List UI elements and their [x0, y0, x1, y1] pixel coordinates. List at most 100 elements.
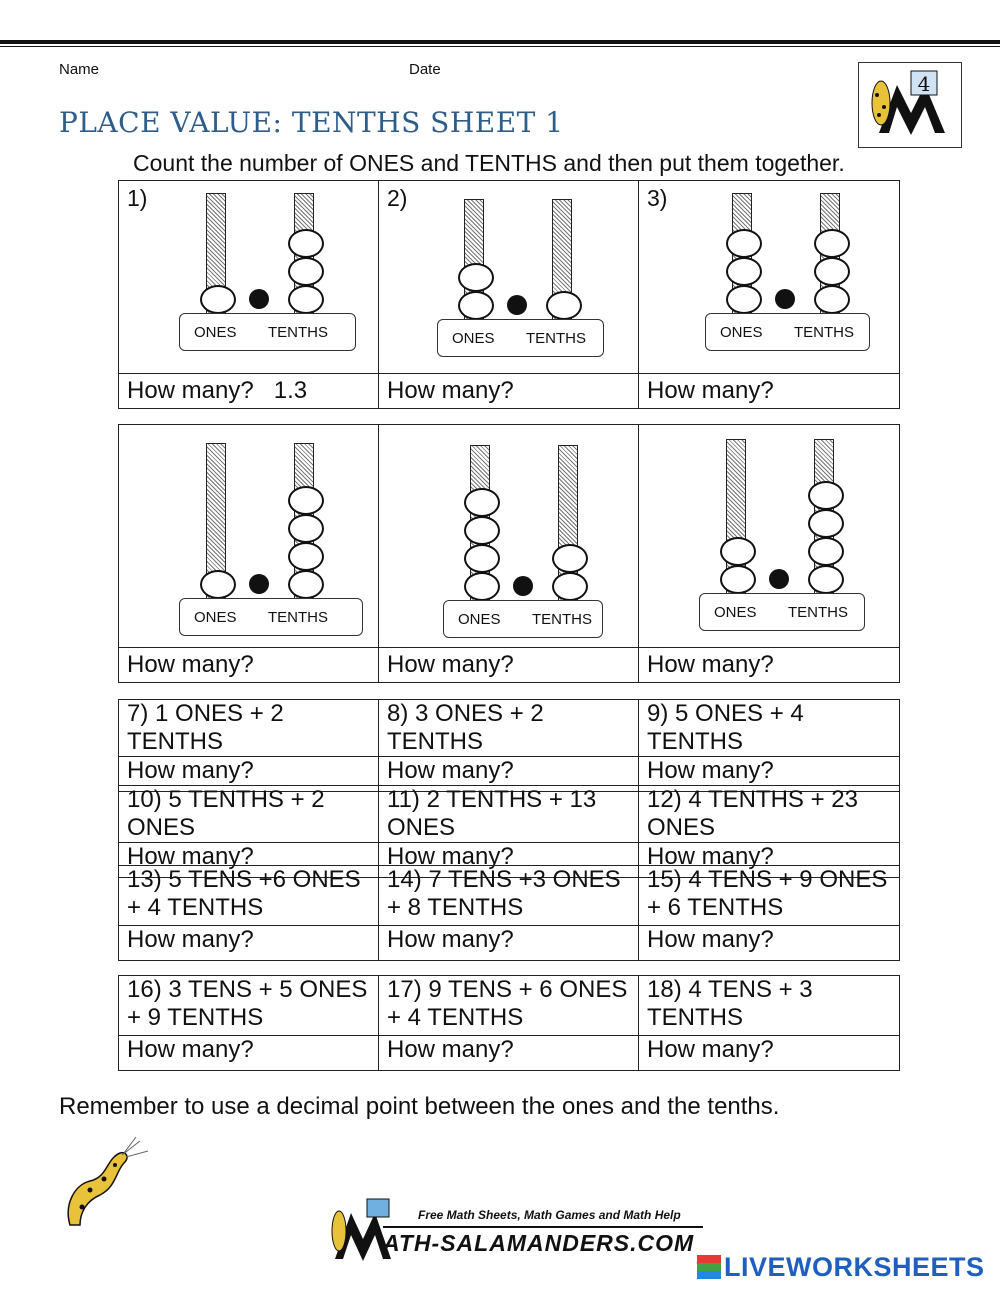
answer-cell[interactable]: How many? [638, 925, 900, 961]
answer-cell[interactable]: How many? [378, 373, 639, 409]
answer-cell[interactable]: How many? [378, 925, 639, 961]
salamander-illustration-icon [67, 1136, 149, 1226]
ones-bead [464, 544, 500, 573]
tenths-bead [808, 509, 844, 538]
decimal-point-dot [507, 295, 527, 315]
tenths-bead [288, 514, 324, 543]
tagline-rule [383, 1226, 703, 1228]
ones-label: ONES [194, 609, 237, 626]
how-many-label: How many? [127, 377, 254, 404]
answer-cell[interactable]: How many? [638, 1035, 900, 1071]
date-label: Date [409, 61, 441, 78]
answer-cell[interactable]: How many? [378, 1035, 639, 1071]
tenths-bead [808, 481, 844, 510]
liveworksheets-brand: LIVEWORKSHEETS [724, 1252, 985, 1282]
abacus-cell: 2) ONES TENTHS [378, 180, 639, 374]
ones-bead [458, 291, 494, 320]
answer-cell[interactable]: How many? [638, 373, 900, 409]
tenths-bead [814, 285, 850, 314]
tenths-label: TENTHS [788, 604, 848, 621]
answer-cell[interactable]: How many? 1.3 [118, 373, 379, 409]
top-rule-thin [0, 46, 1000, 47]
abacus-cell: ONES TENTHS [638, 424, 900, 648]
ones-label: ONES [452, 330, 495, 347]
svg-text:4: 4 [918, 72, 931, 96]
tenths-label: TENTHS [532, 611, 592, 628]
answer-value[interactable]: 1.3 [273, 377, 308, 404]
decimal-point-dot [249, 289, 269, 309]
question-cell: 8) 3 ONES + 2 TENTHS [378, 699, 639, 757]
answer-cell[interactable]: How many? [118, 1035, 379, 1071]
tenths-bead [288, 257, 324, 286]
abacus-cell: ONES TENTHS [378, 424, 639, 648]
ones-bead [726, 285, 762, 314]
ones-bead [720, 565, 756, 594]
page-title: PLACE VALUE: TENTHS SHEET 1 [59, 106, 564, 139]
ones-label: ONES [720, 324, 763, 341]
tenths-bead [808, 537, 844, 566]
tenths-label: TENTHS [526, 330, 586, 347]
question-number: 3) [647, 185, 668, 211]
answer-cell[interactable]: How many? [638, 647, 900, 683]
how-many-label: How many? [127, 651, 254, 678]
decimal-point-dot [775, 289, 795, 309]
ones-bead [464, 488, 500, 517]
question-cell: 9) 5 ONES + 4 TENTHS [638, 699, 900, 757]
question-cell: 12) 4 TENTHS + 23 ONES [638, 785, 900, 843]
decimal-point-dot [249, 574, 269, 594]
ones-bead [720, 537, 756, 566]
question-cell: 14) 7 TENS +3 ONES + 8 TENTHS [378, 865, 639, 926]
ones-label: ONES [194, 324, 237, 341]
site-name: ATH-SALAMANDERS.COM [383, 1230, 695, 1256]
question-cell: 18) 4 TENS + 3 TENTHS [638, 975, 900, 1036]
salamander-logo: 4 [858, 62, 962, 148]
liveworksheets-logo-icon [697, 1255, 721, 1279]
tenths-bead [288, 542, 324, 571]
ones-bead [464, 516, 500, 545]
how-many-label: How many? [647, 651, 774, 678]
abacus-base: ONES TENTHS [437, 319, 604, 357]
tenths-bead [546, 291, 582, 320]
answer-cell[interactable]: How many? [378, 647, 639, 683]
tenths-bead [808, 565, 844, 594]
question-cell: 17) 9 TENS + 6 ONES + 4 TENTHS [378, 975, 639, 1036]
reminder-text: Remember to use a decimal point between … [59, 1093, 780, 1120]
site-tagline: Free Math Sheets, Math Games and Math He… [418, 1208, 681, 1222]
decimal-point-dot [769, 569, 789, 589]
tenths-bead [288, 570, 324, 599]
question-cell: 7) 1 ONES + 2 TENTHS [118, 699, 379, 757]
tenths-bead [814, 257, 850, 286]
tenths-bead [288, 486, 324, 515]
how-many-label: How many? [387, 651, 514, 678]
decimal-point-dot [513, 576, 533, 596]
tenths-bead [288, 229, 324, 258]
ones-bead [726, 257, 762, 286]
ones-label: ONES [458, 611, 501, 628]
salamander-logo-icon: 4 [871, 70, 945, 135]
question-number: 1) [127, 185, 148, 211]
question-number: 2) [387, 185, 408, 211]
math-salamanders-logo-icon [331, 1198, 391, 1261]
answer-cell[interactable]: How many? [118, 647, 379, 683]
ones-bead [200, 570, 236, 599]
how-many-label: How many? [647, 377, 774, 404]
name-label: Name [59, 61, 100, 78]
answer-cell[interactable]: How many? [118, 925, 379, 961]
ones-label: ONES [714, 604, 757, 621]
question-cell: 11) 2 TENTHS + 13 ONES [378, 785, 639, 843]
ones-bead [200, 285, 236, 314]
ones-bead [458, 263, 494, 292]
ones-bead [464, 572, 500, 601]
how-many-label: How many? [387, 377, 514, 404]
